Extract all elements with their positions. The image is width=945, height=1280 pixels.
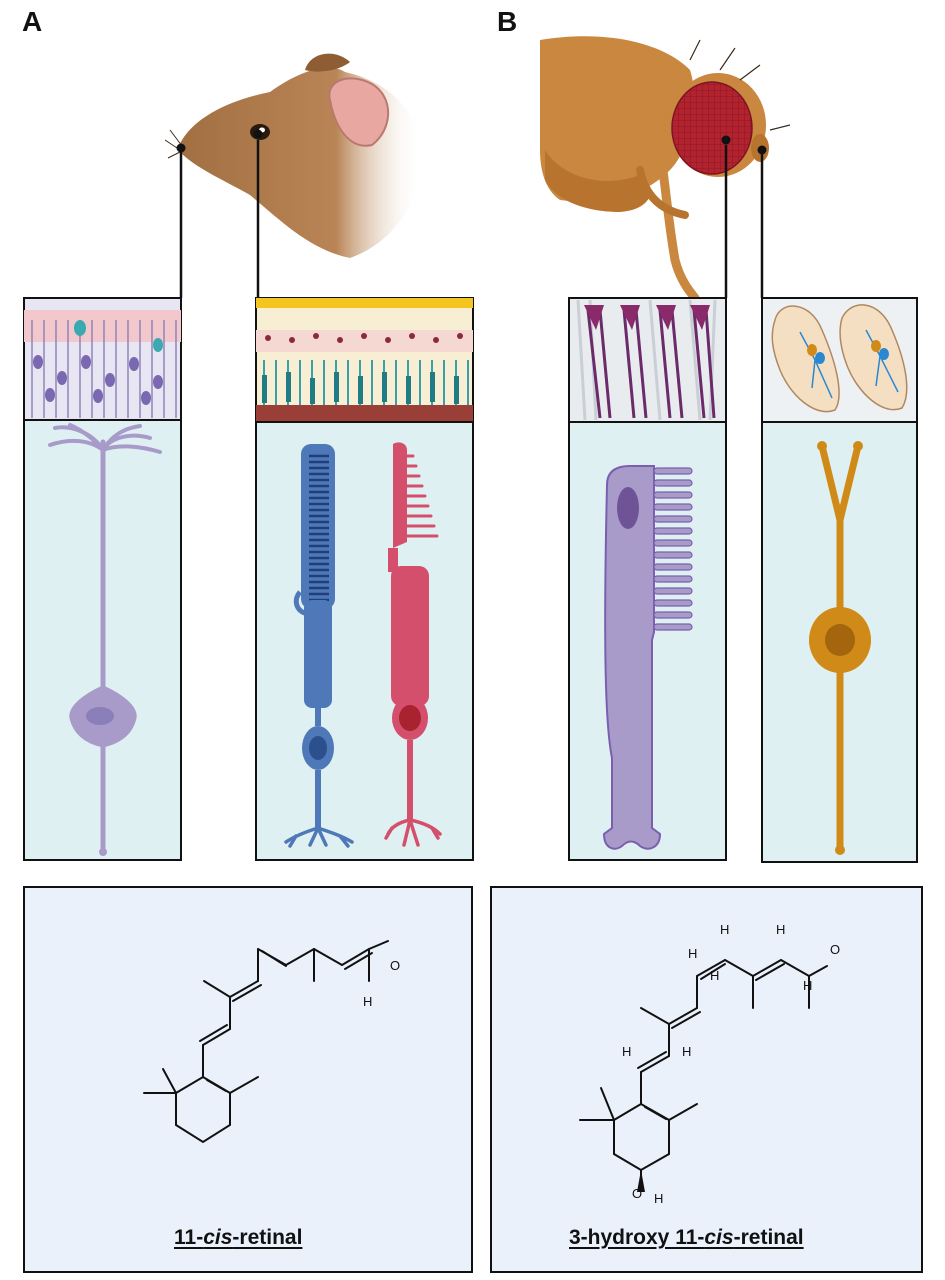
atom-h-d-4: H: [710, 968, 719, 983]
fly-olfactory-neuron: [809, 441, 871, 855]
atom-h-d-2: H: [720, 922, 729, 937]
atom-h-d-3: H: [776, 922, 785, 937]
atom-h-d-6: H: [682, 1044, 691, 1059]
connector-dot-mouse-nose: [176, 143, 186, 153]
atom-h-d-aldehyde: H: [803, 978, 812, 993]
mouse-illustration: [164, 53, 422, 258]
ganglion-cell: [48, 423, 162, 856]
box-rods-cones: [255, 297, 474, 861]
connector-dot-fly-eye: [721, 135, 731, 145]
box-iprgc: [23, 297, 182, 861]
panel-letter-b: B: [497, 6, 518, 37]
panel-c-molecule: O H: [23, 886, 473, 1273]
atom-h-c: H: [363, 994, 372, 1009]
rod-photoreceptor: [284, 444, 354, 848]
atom-o-d-aldehyde: O: [830, 942, 840, 957]
atom-h-d-1: H: [688, 946, 697, 961]
box-fly-photoreceptor: [568, 297, 727, 861]
molecule-label-c: 11-cis-retinal: [174, 1226, 303, 1249]
atom-h-d: H: [654, 1191, 663, 1206]
connector-dot-mouse-eye: [253, 129, 263, 139]
panel-letter-a: A: [22, 6, 43, 37]
box-fly-neuron: [761, 297, 918, 863]
connector-lines: [179, 140, 764, 298]
fly-illustration: [540, 36, 791, 303]
atom-h-d-5: H: [622, 1044, 631, 1059]
cone-photoreceptor: [384, 442, 442, 847]
molecule-label-d: 3-hydroxy 11-cis-retinal: [569, 1226, 804, 1249]
panel-d-molecule: O H O H H H H H H H: [490, 886, 923, 1273]
connector-dot-fly-antenna: [757, 145, 767, 155]
atom-o-d: O: [632, 1186, 642, 1201]
fly-compound-eye: [671, 81, 753, 175]
atom-o-c: O: [390, 958, 400, 973]
fly-photoreceptor-cell: [602, 465, 693, 850]
